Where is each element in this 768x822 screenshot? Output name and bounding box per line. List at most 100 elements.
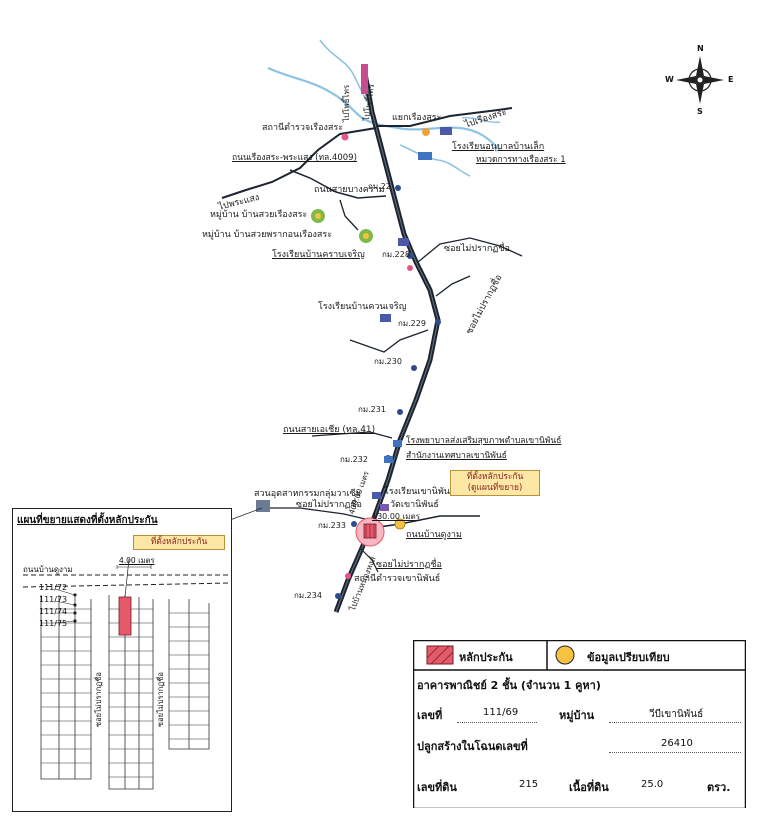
village-label: หมู่บ้าน bbox=[559, 709, 595, 722]
place-label: ซอยไม่ปรากฏชื่อ bbox=[444, 244, 510, 254]
poi-icon bbox=[422, 128, 430, 136]
place-label: ซอยไม่ปรากฏชื่อ bbox=[376, 560, 442, 570]
collateral-callout: ที่ตั้งหลักประกัน (ดูแผนที่ขยาย) bbox=[450, 470, 540, 496]
place-label: ถนนสายเอเชีย (ทล.41) bbox=[283, 425, 376, 435]
inset-map: แผนที่ขยายแสดงที่ตั้งหลักประกัน ที่ตั้งห… bbox=[12, 508, 232, 812]
land-no-label: เลขที่ดิน bbox=[417, 781, 457, 794]
km-label: กม.230 bbox=[374, 357, 402, 366]
hospital-icon bbox=[393, 440, 402, 447]
place-label: วัดเขานิพันธ์ bbox=[390, 500, 439, 510]
deed-label: ปลูกสร้างในโฉนดเลขที่ bbox=[417, 740, 528, 753]
callout-line2: (ดูแผนที่ขยาย) bbox=[467, 483, 523, 493]
inset-road-label: ถนนบ้านดูงาม bbox=[23, 565, 73, 574]
lot-lines bbox=[41, 608, 209, 778]
info-table: หลักประกัน ข้อมูลเปรียบเทียบ อาคารพาณิชย… bbox=[413, 640, 746, 808]
soi-industrial bbox=[262, 507, 379, 523]
place-label: สวนอุตสาหกรรมกลุ่มวาเซีย bbox=[254, 489, 361, 499]
building-type: อาคารพาณิชย์ 2 ชั้น (จำนวน 1 คูหา) bbox=[417, 679, 601, 692]
area-label: เนื้อที่ดิน bbox=[569, 781, 609, 794]
inset-title: แผนที่ขยายแสดงที่ตั้งหลักประกัน bbox=[17, 515, 158, 526]
office-icon bbox=[418, 152, 432, 160]
inset-drawing bbox=[22, 558, 231, 790]
soi-south bbox=[359, 547, 379, 573]
place-label: โรงเรียนบ้านควนเจริญ bbox=[318, 302, 407, 312]
road-east bbox=[376, 107, 513, 127]
soi-ne bbox=[417, 237, 523, 263]
lot-label: 111/74 bbox=[39, 607, 68, 616]
land-no-value: 215 bbox=[519, 779, 539, 790]
river bbox=[267, 66, 501, 151]
house-no-label: เลขที่ bbox=[417, 709, 443, 722]
place-label: โรงเรียนบ้านคราบเจริญ bbox=[272, 250, 365, 260]
inset-distance: 4.00 เมตร bbox=[119, 556, 155, 565]
school-icon bbox=[398, 238, 409, 246]
lot-label: 111/73 bbox=[39, 595, 68, 604]
river bbox=[319, 39, 371, 106]
road-west bbox=[221, 127, 377, 199]
place-label: หมู่บ้าน บ้านสวยพรากอนเรืองสระ bbox=[202, 230, 333, 240]
inset-soi-left: ซอยไม่ปรากฏชื่อ bbox=[94, 672, 103, 727]
km-label: กม.22 bbox=[368, 182, 391, 191]
place-label: ซอยไม่ปรากฏชื่อ bbox=[296, 500, 362, 510]
police-icon bbox=[345, 573, 351, 579]
compass-rose-icon bbox=[676, 56, 724, 104]
poi-icon bbox=[407, 265, 413, 271]
km-label: กม.233 bbox=[318, 521, 346, 530]
compass-s: S bbox=[697, 107, 703, 116]
river bbox=[399, 144, 471, 177]
soi-ne2 bbox=[435, 275, 471, 297]
place-label: สำนักงานเทศบาลเขานิพันธ์ bbox=[406, 451, 507, 461]
area-value: 25.0 bbox=[641, 779, 664, 790]
place-label: ถนนบ้านดูงาม bbox=[406, 530, 462, 540]
info-table-frame bbox=[413, 640, 746, 808]
road-bandungam bbox=[371, 515, 480, 529]
compass-n: N bbox=[697, 44, 704, 53]
school-icon bbox=[372, 492, 381, 499]
highway-marker bbox=[361, 64, 368, 94]
road-asia bbox=[311, 431, 393, 439]
village-value: วีบีเขานิพันธ์ bbox=[649, 709, 704, 720]
inset-soi-right: ซอยไม่ปรากฏชื่อ bbox=[156, 672, 165, 727]
deed-value: 26410 bbox=[661, 738, 693, 749]
industrial-icon bbox=[256, 500, 270, 512]
distance-label: 130.00 เมตร bbox=[372, 512, 421, 521]
school-icon bbox=[380, 314, 391, 322]
place-label: โรงเรียนอนุบาลบ้านเล็ก bbox=[452, 142, 545, 152]
house-no-value: 111/69 bbox=[483, 707, 519, 718]
km-label: กม.229 bbox=[398, 319, 426, 328]
river bbox=[461, 116, 501, 124]
place-label: โรงเรียนเขานิพันธ์ bbox=[384, 487, 456, 497]
km-label: กม.228 bbox=[382, 250, 410, 259]
legend-collateral: หลักประกัน bbox=[459, 651, 513, 664]
office-icon bbox=[384, 456, 393, 463]
km-label: กม.232 bbox=[340, 455, 368, 464]
school-icon bbox=[440, 127, 452, 135]
place-label: ถนนสายบางคราม bbox=[314, 185, 385, 195]
road-village bbox=[339, 199, 359, 231]
callout-line1: ที่ตั้งหลักประกัน bbox=[466, 472, 524, 482]
km-label: กม.234 bbox=[294, 591, 322, 600]
place-label: โรงพยาบาลส่งเสริมสุขภาพตำบลเขานิพันธ์ bbox=[406, 436, 562, 446]
compass-w: W bbox=[665, 75, 674, 84]
road-north-label: ไปโพธิ์ไทร bbox=[342, 84, 351, 122]
temple-icon bbox=[380, 504, 389, 511]
lot-label: 111/75 bbox=[39, 619, 68, 628]
place-label: สถานีตำรวจเรืองสระ bbox=[262, 123, 344, 133]
area-unit: ตรว. bbox=[707, 781, 731, 794]
police-icon bbox=[341, 133, 349, 141]
inset-callout: ที่ตั้งหลักประกัน bbox=[133, 535, 225, 550]
place-label: ถนนเรืองสระ-พระแสง (ทล.4009) bbox=[232, 153, 357, 163]
soi-west bbox=[349, 329, 429, 353]
legend-comparison: ข้อมูลเปรียบเทียบ bbox=[587, 651, 670, 664]
intersection-label: แยกเรืองสระ bbox=[392, 113, 442, 123]
place-label: หมู่บ้าน บ้านสวยเรืองสระ bbox=[210, 210, 308, 220]
comparison-site bbox=[394, 518, 406, 530]
km-label: กม.231 bbox=[358, 405, 386, 414]
road-bangkhram bbox=[289, 169, 387, 199]
place-label: หมวดการทางเรืองสระ 1 bbox=[476, 155, 566, 165]
compass-e: E bbox=[728, 75, 734, 84]
inset-collateral-lot bbox=[118, 596, 132, 636]
place-label: สถานีตำรวจเขานิพันธ์ bbox=[354, 574, 441, 584]
lot-label: 111/72 bbox=[39, 583, 68, 592]
